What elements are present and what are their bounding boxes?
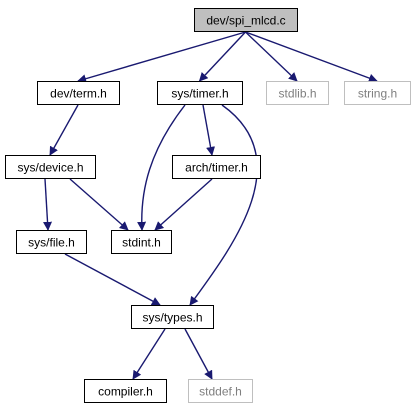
node-box	[37, 81, 120, 105]
node-box	[344, 81, 411, 105]
node-term[interactable]: dev/term.h	[37, 81, 120, 105]
edge-types-to-stddef	[184, 328, 213, 380]
node-spi-mlcd[interactable]: dev/spi_mlcd.c	[194, 8, 298, 32]
edge-device-to-stdint	[69, 178, 129, 231]
node-box	[131, 305, 214, 329]
edge-file-to-types	[64, 253, 161, 306]
node-box	[188, 379, 253, 403]
node-box	[157, 81, 243, 105]
node-device[interactable]: sys/device.h	[5, 155, 96, 179]
node-label: stdlib.h	[278, 87, 316, 101]
edge-spi-mlcd-to-string	[245, 31, 378, 83]
node-stdlib: stdlib.h	[266, 81, 329, 105]
node-box	[194, 8, 298, 32]
node-label: sys/timer.h	[171, 87, 228, 101]
edge-spi-mlcd-to-stdlib	[245, 31, 298, 82]
edge-sys-timer-to-arch-timer	[202, 104, 215, 156]
node-label: dev/spi_mlcd.c	[206, 14, 285, 28]
node-compiler[interactable]: compiler.h	[84, 379, 167, 403]
node-label: sys/device.h	[17, 161, 83, 175]
node-stdint[interactable]: stdint.h	[111, 230, 172, 254]
node-label: compiler.h	[98, 385, 153, 399]
node-box	[5, 155, 96, 179]
node-label: sys/file.h	[28, 236, 75, 250]
node-sys-timer[interactable]: sys/timer.h	[157, 81, 243, 105]
node-stddef: stddef.h	[188, 379, 253, 403]
node-box	[172, 155, 261, 179]
edge-spi-mlcd-to-sys-timer	[198, 31, 247, 82]
node-file[interactable]: sys/file.h	[16, 230, 87, 254]
edge-sys-timer-to-stdint	[137, 104, 186, 231]
edge-arch-timer-to-stdint	[154, 178, 213, 231]
node-label: stdint.h	[122, 236, 161, 250]
node-box	[266, 81, 329, 105]
edge-device-to-file	[43, 178, 53, 231]
node-label: stddef.h	[199, 385, 242, 399]
node-box	[84, 379, 167, 403]
node-arch-timer[interactable]: arch/timer.h	[172, 155, 261, 179]
edge-sys-timer-to-types	[189, 104, 258, 306]
node-box	[111, 230, 172, 254]
node-label: string.h	[358, 87, 397, 101]
node-types[interactable]: sys/types.h	[131, 305, 214, 329]
edge-types-to-compiler	[132, 328, 166, 380]
node-box	[16, 230, 87, 254]
edge-term-to-device	[49, 104, 79, 156]
edges-layer	[43, 31, 378, 380]
nodes-layer: dev/spi_mlcd.c dev/term.h sys/timer.h stdli…	[5, 8, 411, 403]
edge-spi-mlcd-to-term	[77, 31, 246, 84]
node-string: string.h	[344, 81, 411, 105]
node-label: arch/timer.h	[185, 161, 248, 175]
node-label: sys/types.h	[142, 311, 202, 325]
node-label: dev/term.h	[50, 87, 107, 101]
